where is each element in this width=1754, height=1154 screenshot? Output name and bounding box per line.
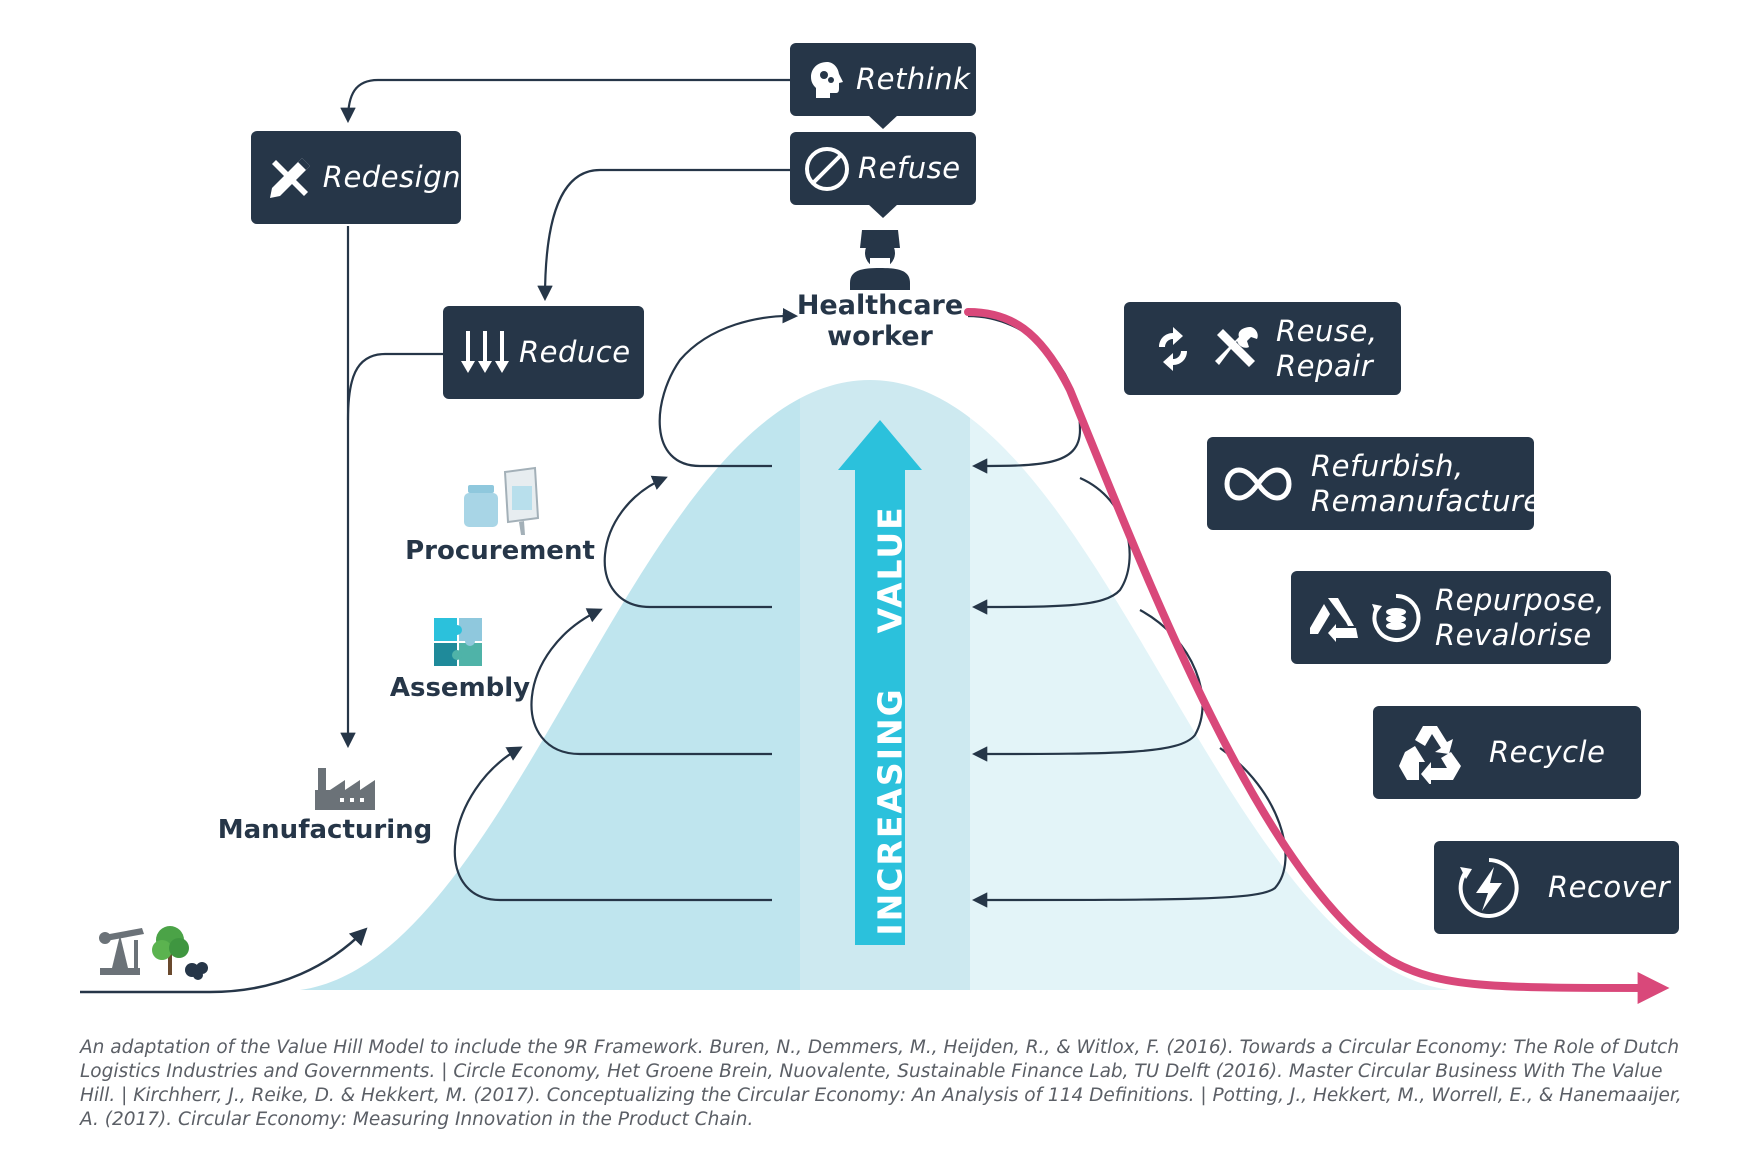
reduce-label: Reduce xyxy=(519,335,631,370)
tree-icon xyxy=(152,926,189,975)
reuse-repair-label: Reuse, Repair xyxy=(1276,314,1378,382)
value-label-word-1: INCREASING xyxy=(870,686,910,936)
head-gears-icon xyxy=(808,60,846,100)
prohibited-icon xyxy=(802,144,852,194)
coal-icon xyxy=(185,962,208,980)
arrows-cycle-icon xyxy=(1148,324,1198,374)
refurbish-line: Refurbish, xyxy=(1311,449,1464,484)
redesign-box: Redesign xyxy=(251,131,461,224)
repair-line: Repair xyxy=(1276,348,1374,383)
remanufacture-line: Remanufacture xyxy=(1311,483,1542,518)
repurpose-revalorise-box: Repurpose, Revalorise xyxy=(1291,571,1611,664)
energy-recovery-icon xyxy=(1454,853,1524,923)
citation-text: An adaptation of the Value Hill Model to… xyxy=(80,1037,1682,1130)
healthcare-worker-icon xyxy=(850,230,910,290)
recycle-icon xyxy=(1395,721,1465,785)
reuse-line: Reuse, xyxy=(1276,314,1378,349)
recycle-label: Recycle xyxy=(1489,735,1606,770)
repurpose-line: Repurpose, xyxy=(1435,583,1606,618)
left-value-loops xyxy=(453,307,799,902)
repurpose-revalorise-label: Repurpose, Revalorise xyxy=(1435,583,1605,651)
assembly-label: Assembly xyxy=(389,673,531,703)
reuse-repair-box: Reuse, Repair xyxy=(1124,302,1401,395)
pencil-ruler-icon xyxy=(265,153,315,203)
recover-box: Recover xyxy=(1434,841,1679,934)
recycle-box: Recycle xyxy=(1373,706,1641,799)
coins-cycle-icon xyxy=(1369,593,1423,643)
recycle-triangle-icon xyxy=(1305,593,1361,643)
refurbish-remanufacture-box: Refurbish, Remanufacture xyxy=(1207,437,1541,530)
healthcare-worker-label: Healthcare worker xyxy=(775,290,985,352)
refuse-label: Refuse xyxy=(858,151,961,186)
increasing-value-label: INCREASING VALUE xyxy=(790,505,990,935)
rethink-label: Rethink xyxy=(856,62,971,97)
procurement-label: Procurement xyxy=(405,536,595,566)
rethink-pointer xyxy=(868,115,898,129)
reduce-arrows-icon xyxy=(459,328,511,378)
healthcare-worker-line-2: worker xyxy=(827,321,933,352)
factory-icon xyxy=(315,768,375,810)
reduce-box: Reduce xyxy=(443,306,644,399)
refuse-box: Refuse xyxy=(790,132,976,205)
healthcare-worker-line-1: Healthcare xyxy=(796,290,964,321)
value-label-word-2: VALUE xyxy=(870,504,910,633)
manufacturing-label: Manufacturing xyxy=(217,815,433,845)
recover-label: Recover xyxy=(1548,870,1671,905)
tools-icon xyxy=(1210,324,1262,374)
infinity-icon xyxy=(1223,459,1293,509)
refuse-pointer xyxy=(868,204,898,218)
redesign-label: Redesign xyxy=(322,160,461,195)
puzzle-icon xyxy=(434,618,482,666)
rethink-box: Rethink xyxy=(790,43,976,116)
increasing-value-arrow xyxy=(838,420,922,945)
input-flow-line xyxy=(80,927,368,994)
value-decline-curve xyxy=(964,308,1670,1004)
refurbish-remanufacture-label: Refurbish, Remanufacture xyxy=(1311,449,1542,517)
strategy-connectors xyxy=(340,78,790,749)
oil-pump-icon xyxy=(99,928,144,975)
medical-supplies-icon xyxy=(464,466,540,535)
revalorise-line: Revalorise xyxy=(1435,617,1592,652)
